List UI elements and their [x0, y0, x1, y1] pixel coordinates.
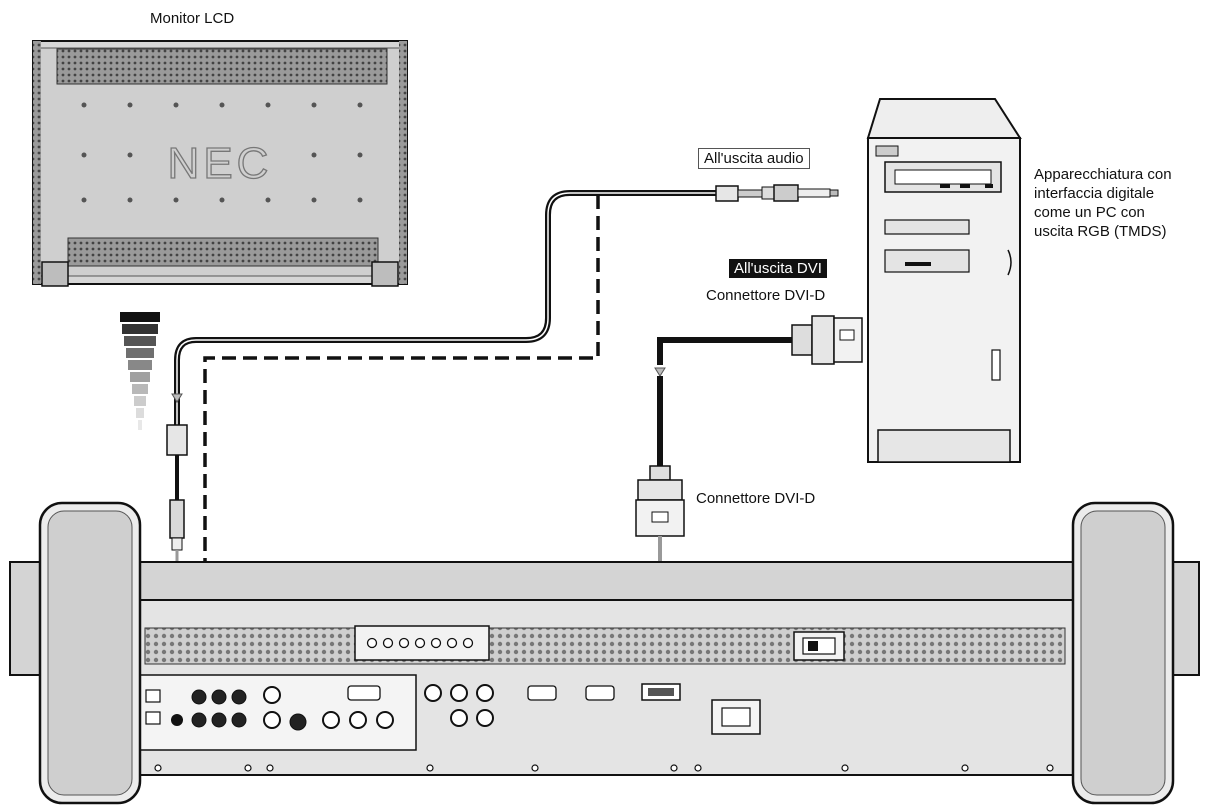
pc-description-line: interfaccia digitale [1034, 185, 1155, 202]
left-stand [38, 501, 142, 805]
dvi-output-label: All'uscita DVI [729, 259, 827, 278]
pc-description-line: uscita RGB (TMDS) [1034, 223, 1167, 240]
pc-description-line: come un PC con [1034, 204, 1145, 221]
lcd-monitor-rear [32, 40, 408, 287]
triangle-down-icon [171, 393, 183, 403]
audio-output-label: All'uscita audio [698, 148, 810, 169]
dvi-connector-monitor-label: Connettore DVI-D [696, 490, 816, 507]
dvi-connector-pc-label: Connettore DVI-D [706, 287, 826, 304]
audio-plug-pc [715, 184, 839, 202]
pc-tower [866, 98, 1022, 463]
dvi-connector-pc [654, 315, 863, 468]
pc-description: Apparecchiatura con interfaccia digitale… [1034, 165, 1172, 241]
signal-gradient-icon [120, 312, 160, 430]
alternative-audio-cable [203, 195, 600, 690]
pc-description-line: Apparecchiatura con [1034, 166, 1172, 183]
monitor-label: Monitor LCD [150, 10, 235, 27]
nec-logo: NEC [168, 139, 273, 188]
right-stand [1071, 501, 1175, 805]
triangle-down-icon [654, 367, 666, 377]
monitor-rear-panel [9, 561, 1200, 776]
